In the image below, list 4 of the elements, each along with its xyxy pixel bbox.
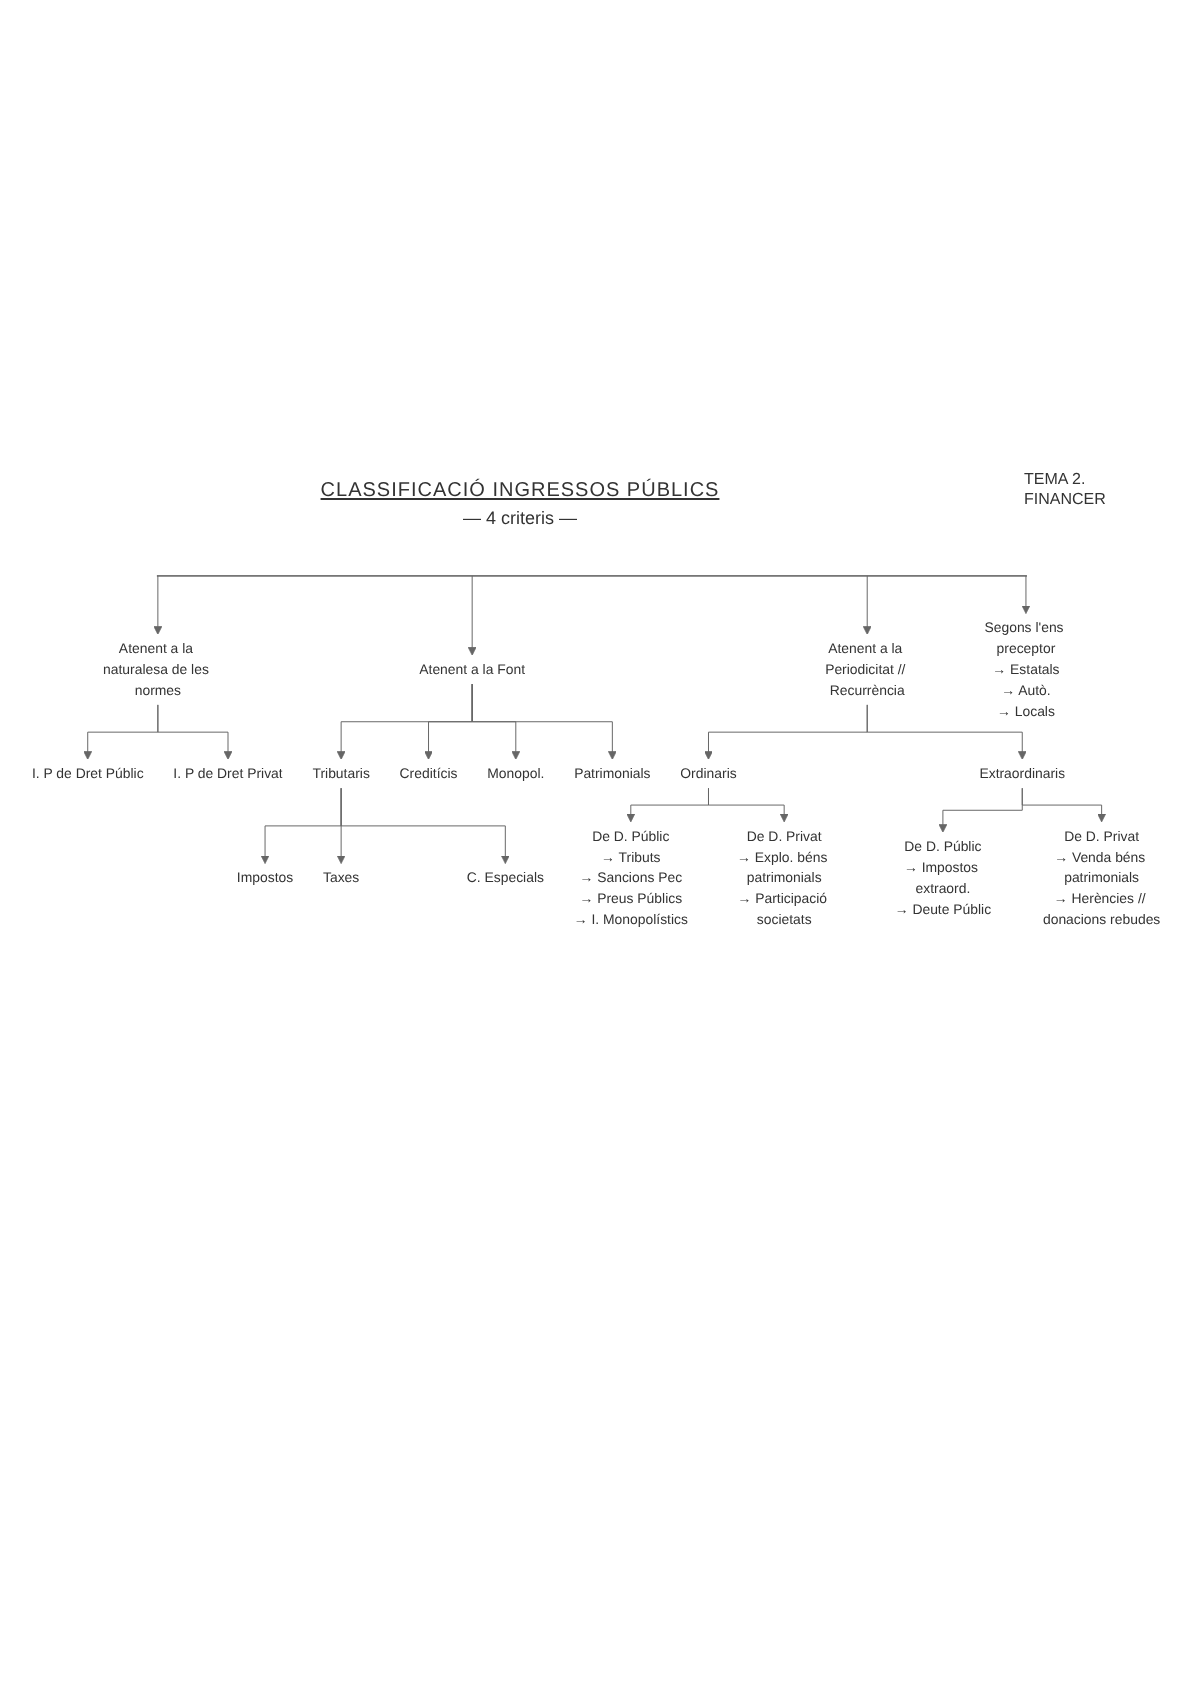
diagram-title: CLASSIFICACIÓ INGRESSOS PÚBLICS [320, 480, 720, 502]
node-bar [156, 575, 1027, 577]
topic-note: TEMA 2. FINANCER [1024, 470, 1108, 510]
subtitle: — 4 criteris — [462, 508, 577, 528]
